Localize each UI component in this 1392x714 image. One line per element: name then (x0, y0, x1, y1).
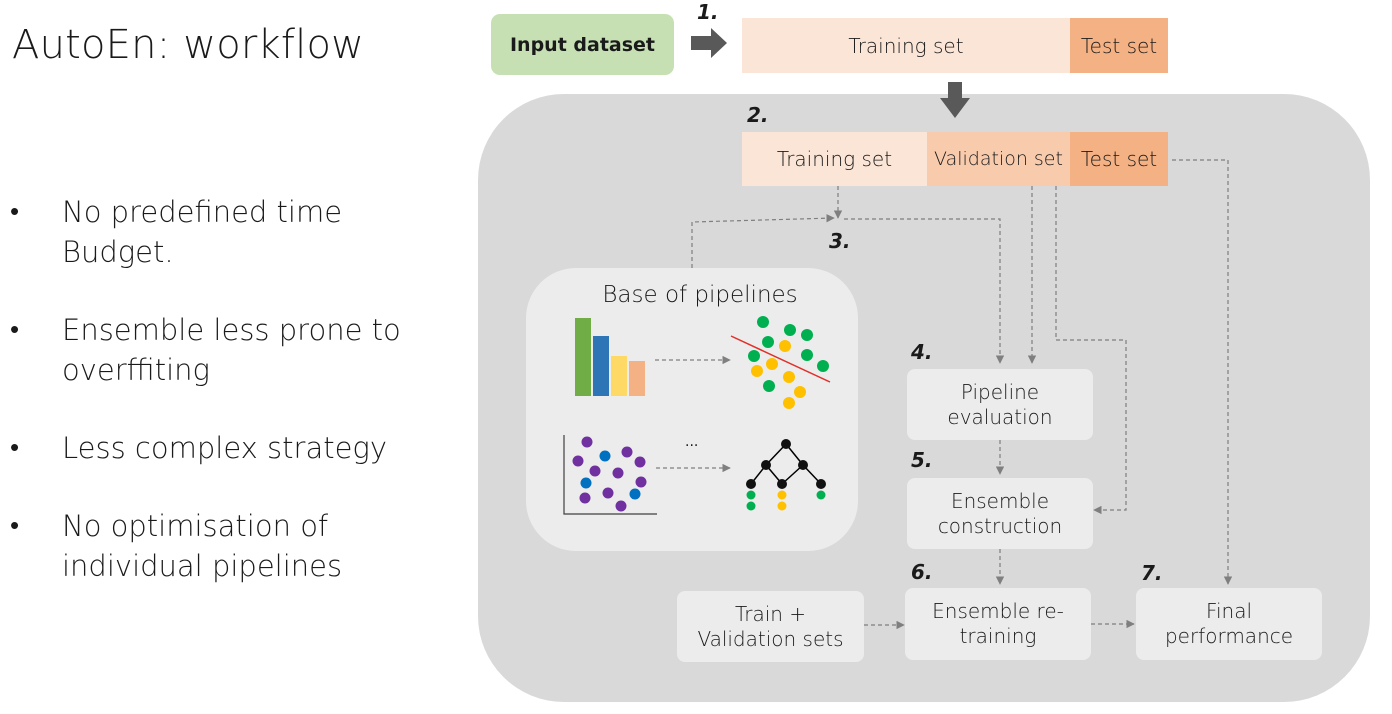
bullet-item: • Less complex strategy (10, 428, 460, 468)
big-arrow-down-icon (940, 82, 970, 118)
bullet-item: • No optimisation of individual pipeline… (10, 506, 460, 586)
split1-training-set: Training set (742, 18, 1070, 73)
step-label-3: 3. (829, 229, 851, 253)
box-text-cont: construction (937, 513, 1063, 538)
pipeline-evaluation-box: Pipeline evaluation (907, 369, 1093, 440)
bullet-text: Less complex strategy (62, 431, 387, 465)
bullet-dot: • (10, 433, 20, 463)
box-text: Final (1205, 599, 1253, 623)
train-validation-sets-box: Train + Validation sets (677, 591, 864, 662)
bullet-text-cont: Budget. (62, 235, 174, 269)
connector-test-to-final (1172, 159, 1233, 585)
box-text: Pipeline (960, 379, 1040, 404)
box-text-cont: training (959, 624, 1037, 648)
more-pipelines-ellipsis: ... (685, 434, 699, 450)
bar-chart-icon (575, 318, 645, 396)
step-label-5: 5. (911, 448, 933, 472)
bullet-dot: • (10, 197, 20, 227)
split2-test-set: Test set (1070, 132, 1168, 186)
bullet-text: No predefined time (62, 195, 343, 229)
box-text-cont: evaluation (947, 404, 1053, 429)
bullet-text: Ensemble less prone to (62, 313, 401, 347)
cluster-scatter-icon (563, 435, 657, 515)
bullet-item: • Ensemble less prone to overffiting (10, 310, 460, 390)
base-of-pipelines-title: Base of pipelines (602, 282, 798, 308)
bullet-item: • No predefined time Budget. (10, 192, 460, 272)
connector-pipelines-to-step3 (691, 214, 835, 268)
bullet-list: • No predefined time Budget. • Ensemble … (10, 192, 460, 624)
big-arrow-right-icon (691, 28, 727, 58)
classifier-scatter-icon (730, 316, 831, 409)
split2-training-set: Training set (742, 132, 927, 186)
box-text: Ensemble re- (932, 599, 1064, 623)
base-of-pipelines-panel (526, 268, 858, 551)
split2-validation-set: Validation set (927, 132, 1070, 186)
box-text-cont: Validation sets (697, 626, 844, 651)
split1-test-set: Test set (1070, 18, 1168, 73)
step-label-4: 4. (911, 340, 933, 364)
bullet-dot: • (10, 511, 20, 541)
step-label-2: 2. (747, 103, 769, 127)
bullet-text-cont: overffiting (62, 353, 210, 387)
bullet-dot: • (10, 315, 20, 345)
decision-tree-icon (746, 439, 826, 511)
input-dataset-box: Input dataset (491, 14, 674, 75)
step-label-7: 7. (1141, 561, 1163, 585)
box-text: Ensemble (950, 488, 1050, 513)
box-text: Train + (734, 601, 807, 626)
slide-title: AutoEn: workflow (12, 22, 365, 68)
bullet-text-cont: individual pipelines (62, 549, 343, 583)
bullet-text: No optimisation of (62, 509, 329, 543)
ensemble-construction-box: Ensemble construction (907, 478, 1093, 549)
step-label-6: 6. (911, 560, 933, 584)
ensemble-retraining-box: Ensemble re- training (905, 588, 1091, 660)
connector-validation-to-construction (1055, 186, 1127, 515)
connector-step3-to-evaluation (844, 218, 1005, 364)
box-text-cont: performance (1164, 624, 1294, 648)
step-label-1: 1. (697, 0, 719, 24)
final-performance-box: Final performance (1136, 588, 1322, 660)
